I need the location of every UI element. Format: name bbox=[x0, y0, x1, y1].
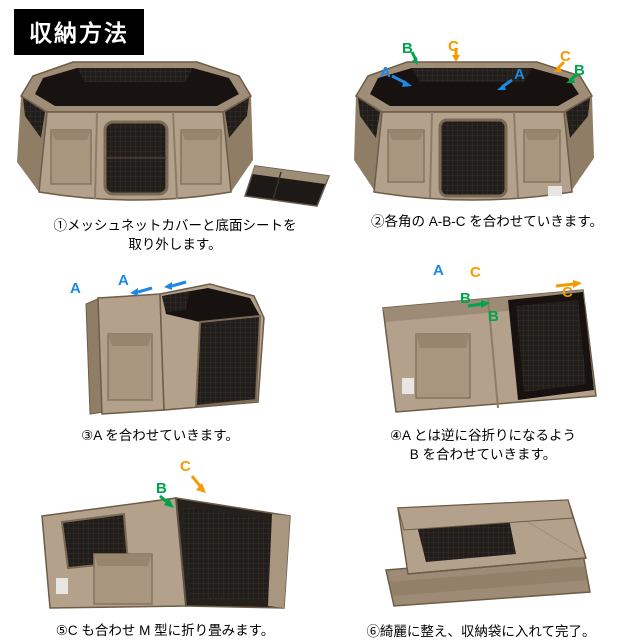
arrow-a-left bbox=[130, 286, 153, 296]
step-2-photo: B C A A C B bbox=[352, 38, 622, 212]
valley-folded-pen-illustration bbox=[382, 280, 597, 413]
marker-c: C bbox=[560, 48, 571, 65]
marker-b: B bbox=[460, 290, 471, 307]
step-2-caption: ②各角の A-B-C を合わせていきます。 bbox=[332, 212, 640, 231]
marker-c: C bbox=[562, 284, 573, 301]
arrow-a-left bbox=[391, 74, 412, 87]
title-badge: 収納方法 bbox=[14, 9, 144, 55]
arrow-c-right bbox=[553, 60, 566, 72]
marker-a: A bbox=[514, 66, 525, 83]
caption-line: ④A とは逆に谷折りになるよう bbox=[389, 428, 577, 443]
step-3-caption: ③A を合わせていきます。 bbox=[20, 426, 300, 445]
arrow-b-right bbox=[467, 300, 490, 308]
arrow-b bbox=[159, 494, 174, 508]
marker-b: B bbox=[488, 308, 499, 325]
caption-line: ⑤C も合わせ M 型に折り畳みます。 bbox=[55, 623, 275, 638]
step-5-caption: ⑤C も合わせ M 型に折り畳みます。 bbox=[10, 621, 320, 640]
caption-line: ①メッシュネットカバーと底面シートを bbox=[53, 218, 297, 233]
arrow-a-center bbox=[497, 78, 513, 90]
arrow-b-left bbox=[410, 51, 418, 65]
arrow-c-top bbox=[452, 48, 460, 62]
m-fold-pen-illustration bbox=[41, 475, 291, 609]
caption-line: ②各角の A-B-C を合わせていきます。 bbox=[371, 214, 603, 229]
arrow-a-right bbox=[164, 280, 187, 290]
arrow-b-right bbox=[566, 72, 579, 83]
title-text: 収納方法 bbox=[29, 20, 129, 46]
caption-line: 取り外します。 bbox=[128, 237, 222, 252]
caption-line: ⑥綺麗に整え、収納袋に入れて完了。 bbox=[366, 624, 596, 639]
marker-b: B bbox=[402, 40, 413, 57]
half-folded-pen-illustration bbox=[85, 280, 265, 415]
step-6-caption: ⑥綺麗に整え、収納袋に入れて完了。 bbox=[331, 622, 631, 640]
marker-a: A bbox=[70, 280, 81, 297]
step-6-photo bbox=[358, 492, 608, 618]
step-5: B C ⑤C も合わせ M 型に折り畳みます。 bbox=[28, 458, 308, 640]
marker-b: B bbox=[574, 62, 585, 79]
caption-line: B を合わせていきます。 bbox=[409, 447, 557, 462]
marker-a: A bbox=[433, 262, 444, 279]
caption-line: ③A を合わせていきます。 bbox=[81, 428, 239, 443]
arrow-c-right bbox=[555, 280, 582, 288]
marker-c: C bbox=[470, 264, 481, 281]
open-pen-illustration bbox=[17, 61, 331, 207]
step-5-photo: B C bbox=[28, 458, 308, 618]
step-3-photo: A A bbox=[40, 262, 280, 422]
fully-folded-pen-illustration bbox=[385, 499, 591, 607]
marker-b: B bbox=[156, 480, 167, 497]
step-1-caption: ①メッシュネットカバーと底面シートを 取り外します。 bbox=[15, 216, 335, 254]
step-1: ①メッシュネットカバーと底面シートを 取り外します。 bbox=[15, 46, 335, 256]
marker-a: A bbox=[380, 64, 391, 81]
step-4-photo: A C C B B bbox=[358, 260, 608, 420]
pen-with-corner-labels-illustration bbox=[354, 48, 594, 201]
arrow-c bbox=[190, 475, 206, 493]
marker-c: C bbox=[180, 458, 191, 475]
step-6: ⑥綺麗に整え、収納袋に入れて完了。 bbox=[358, 492, 608, 640]
step-4: A C C B B ④A とは逆に谷折りになるよう B を合わせていきます。 bbox=[358, 260, 608, 470]
marker-a: A bbox=[118, 272, 129, 289]
step-4-caption: ④A とは逆に谷折りになるよう B を合わせていきます。 bbox=[333, 426, 633, 464]
marker-c: C bbox=[448, 38, 459, 55]
step-3: A A ③A を合わせていきます。 bbox=[40, 262, 280, 462]
step-2: B C A A C B ②各角の A-B-C を合わせていきます。 bbox=[352, 38, 627, 256]
step-1-photo bbox=[15, 46, 335, 214]
